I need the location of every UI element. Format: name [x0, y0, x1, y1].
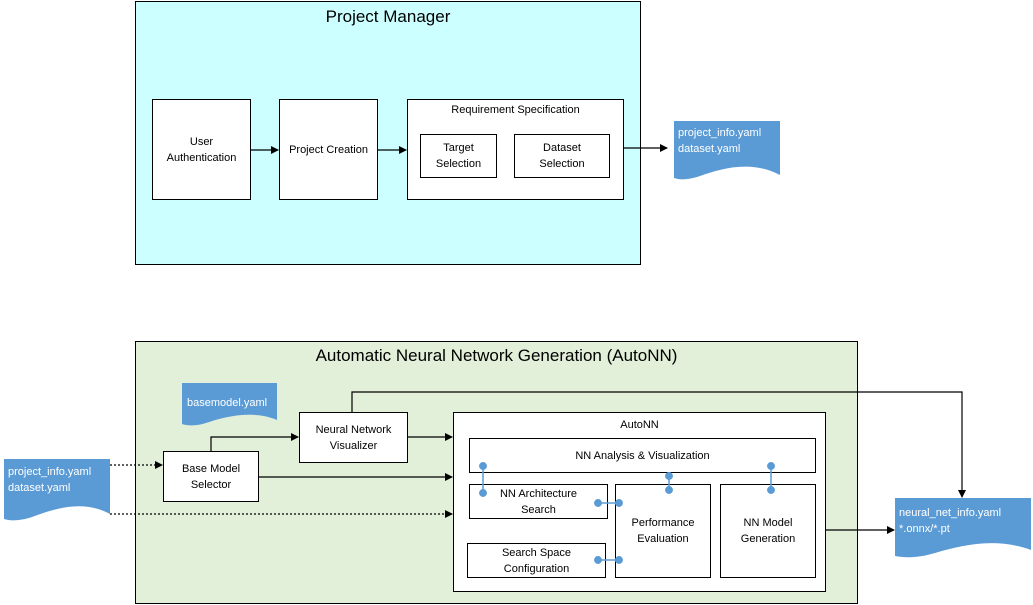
search-space-configuration-box: Search Space Configuration [467, 543, 606, 578]
requirement-specification-title: Requirement Specification [451, 104, 580, 116]
nn-architecture-search-box: NN Architecture Search [469, 484, 608, 519]
arrow-selector-to-visualizer [210, 433, 299, 451]
performance-evaluation-box: Performance Evaluation [615, 484, 711, 578]
nn-model-generation-box: NN Model Generation [720, 484, 816, 578]
nn-analysis-visualization-box: NN Analysis & Visualization [469, 438, 816, 473]
base-model-selector-box: Base Model Selector [163, 451, 259, 502]
autonn-output-document-shape [895, 498, 1031, 558]
target-selection-box: Target Selection [420, 134, 497, 178]
pm-output-document: project_info.yaml dataset.yaml [678, 127, 762, 155]
internal-connectors [479, 462, 775, 564]
autonn-generation-title: Automatic Neural Network Generation (Aut… [315, 346, 678, 365]
basemodel-document-shape [182, 383, 277, 426]
project-creation-box: Project Creation [279, 99, 378, 200]
project-manager-title: Project Manager [325, 7, 451, 26]
dataset-selection-box: Dataset Selection [514, 134, 610, 178]
basemodel-document: basemodel.yaml [187, 397, 268, 409]
input-document: project_info.yaml dataset.yaml [8, 466, 92, 494]
pm-output-document-shape [674, 121, 780, 180]
autonn-output-document: neural_net_info.yaml *.onnx/*.pt [899, 507, 1002, 535]
arrow-visualizer-to-output [351, 391, 966, 498]
input-document-shape [4, 459, 110, 521]
autonn-box-title: AutoNN [620, 419, 659, 431]
user-authentication-box: User Authentication [152, 99, 251, 200]
neural-network-visualizer-box: Neural Network Visualizer [299, 412, 408, 463]
